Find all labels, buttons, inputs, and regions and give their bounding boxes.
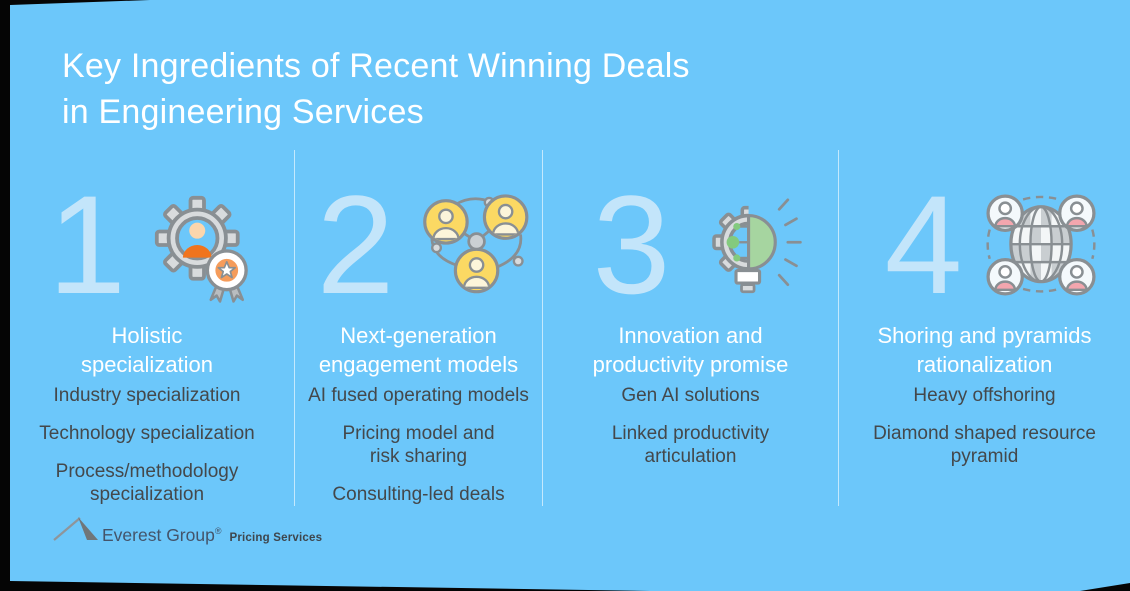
column-1-number: 1: [48, 166, 126, 324]
gear-lightbulb-icon: [692, 192, 803, 298]
column-2-icon-row: 2: [303, 166, 535, 324]
everest-mountain-logo-icon: [52, 512, 100, 547]
brand-footer: Everest Group® Pricing Services: [52, 512, 322, 547]
page-title: Key Ingredients of Recent Winning Deals …: [62, 47, 690, 131]
column-4-number: 4: [884, 166, 963, 324]
list-item: Consulting-led deals: [332, 484, 505, 506]
list-item: Pricing model and risk sharing: [342, 423, 495, 468]
globe-people-icon: [984, 192, 1098, 298]
column-shoring-pyramids: 4: [839, 150, 1130, 506]
list-item: Process/methodology specialization: [55, 461, 239, 506]
list-item: AI fused operating models: [308, 385, 529, 407]
columns-row: 1: [10, 150, 1130, 506]
brand-name: Everest Group®: [102, 525, 222, 545]
column-4-items: Heavy offshoring Diamond shaped resource…: [873, 385, 1096, 484]
column-2-items: AI fused operating models Pricing model …: [308, 385, 529, 522]
column-4-icon-row: 4: [871, 166, 1099, 324]
column-1-heading: Holistic specialization: [80, 323, 214, 377]
brand-division: Pricing Services: [229, 532, 323, 544]
column-holistic-specialization: 1: [10, 150, 295, 506]
column-2-heading: Next-generation engagement models: [318, 323, 519, 377]
list-item: Gen AI solutions: [621, 385, 760, 407]
column-2-number: 2: [316, 166, 395, 324]
column-3-heading: Innovation and productivity promise: [592, 323, 789, 377]
list-item: Linked productivity articulation: [611, 423, 770, 468]
column-1-icon-row: 1: [34, 166, 260, 324]
column-innovation-productivity: 3: [543, 150, 839, 506]
list-item: Technology specialization: [39, 423, 255, 445]
column-3-items: Gen AI solutions Linked productivity art…: [612, 385, 769, 484]
column-engagement-models: 2: [295, 150, 543, 506]
column-3-icon-row: 3: [579, 166, 803, 324]
list-item: Industry specialization: [53, 385, 241, 407]
column-4-heading: Shoring and pyramids rationalization: [877, 323, 1092, 377]
gear-person-award-icon: [148, 186, 260, 304]
column-3-number: 3: [592, 166, 671, 324]
registered-trademark: ®: [214, 526, 222, 537]
list-item: Diamond shaped resource pyramid: [873, 423, 1096, 468]
list-item: Heavy offshoring: [913, 385, 1056, 407]
people-network-icon: [416, 192, 534, 298]
column-1-items: Industry specialization Technology speci…: [39, 385, 254, 522]
